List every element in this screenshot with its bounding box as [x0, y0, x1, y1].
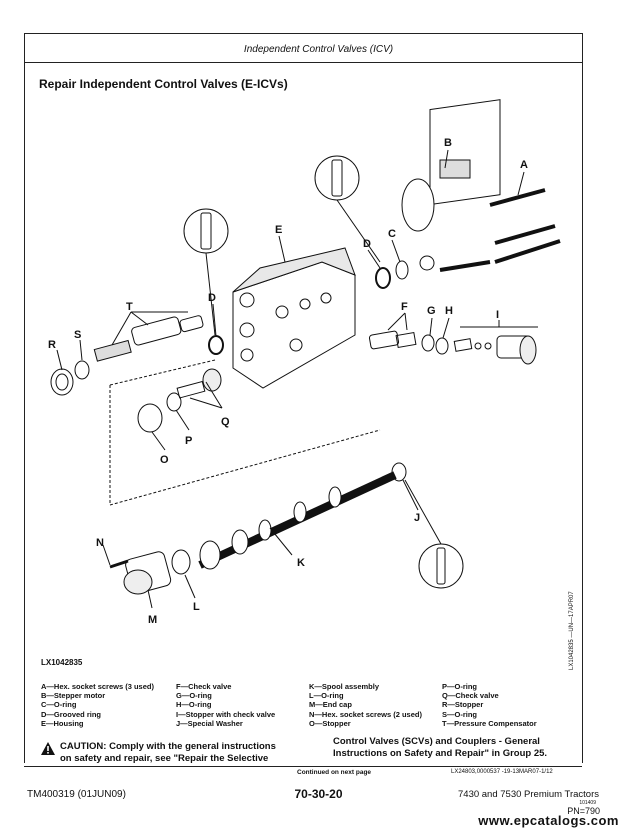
legend-column-4: P—O-ring Q—Check valve R—Stopper S—O-rin…	[442, 682, 537, 728]
figure-side-code: LX1042835 —UN—17APR07	[569, 591, 575, 670]
callout-f: F	[401, 301, 408, 313]
grooved-ring-detail-circle-2	[183, 208, 229, 254]
legend-item: K—Spool assembly	[309, 682, 380, 691]
legend-item: S—O-ring	[442, 709, 477, 719]
footer-pn: PN=790	[567, 806, 600, 816]
legend-item: G—O-ring	[176, 691, 212, 701]
legend-item: A—Hex. socket screws (3 used)	[41, 682, 154, 691]
caution-line: CAUTION: Comply with the general instruc…	[60, 741, 276, 752]
legend-item: E—Housing	[41, 718, 84, 728]
legend-item: Q—Check valve	[442, 691, 499, 701]
document-code: LX24803,0000537 -19-13MAR07-1/12	[451, 769, 553, 775]
callout-t: T	[126, 301, 133, 313]
header-rule	[24, 62, 582, 63]
legend-item: B—Stepper motor	[41, 691, 106, 701]
callout-c: C	[388, 228, 396, 240]
callout-e: E	[275, 224, 282, 236]
scv-note-line: Control Valves (SCVs) and Couplers - Gen…	[333, 736, 540, 747]
footer-small-code: 101409	[579, 800, 596, 806]
callout-q: Q	[221, 416, 230, 428]
bottom-rule	[24, 766, 582, 767]
callout-o: O	[160, 454, 169, 466]
callout-n: N	[96, 537, 104, 549]
warning-icon	[41, 742, 55, 755]
footer-page-number: 70-30-20	[294, 787, 343, 801]
legend-column-1: A—Hex. socket screws (3 used) B—Stepper …	[41, 682, 154, 728]
scv-note-line: Instructions on Safety and Repair" in Gr…	[333, 748, 548, 759]
callout-p: P	[185, 435, 192, 447]
legend-item: C—O-ring	[41, 700, 77, 710]
legend-item: D—Grooved ring	[41, 709, 102, 719]
caution-text: CAUTION: Comply with the general instruc…	[60, 741, 276, 765]
legend-item: J—Special Washer	[176, 718, 243, 728]
callout-k: K	[297, 557, 305, 569]
watermark: www.epcatalogs.com	[478, 813, 619, 828]
page-header-title: Independent Control Valves (ICV)	[243, 44, 394, 55]
legend-item: R—Stopper	[442, 700, 484, 710]
continued-note: Continued on next page	[297, 769, 372, 776]
caution-line: on safety and repair, see "Repair the Se…	[60, 753, 269, 764]
top-rule	[24, 33, 582, 34]
callout-b: B	[444, 137, 452, 149]
legend-item: I—Stopper with check valve	[176, 709, 276, 719]
scv-note: Control Valves (SCVs) and Couplers - Gen…	[333, 736, 547, 760]
callout-r: R	[48, 339, 56, 351]
section-title: Repair Independent Control Valves (E-ICV…	[39, 77, 288, 91]
callout-m: M	[148, 614, 157, 626]
legend-item: O—Stopper	[309, 718, 351, 728]
callout-i: I	[496, 309, 499, 321]
callout-g: G	[427, 305, 436, 317]
legend-item: P—O-ring	[442, 682, 477, 691]
legend-column-2: F—Check valve G—O-ring H—O-ring I—Stoppe…	[176, 682, 275, 728]
legend-item: H—O-ring	[176, 700, 212, 710]
left-border	[24, 33, 25, 763]
footer-product: 7430 and 7530 Premium Tractors	[458, 789, 599, 800]
callout-l: L	[193, 601, 200, 613]
callout-d-upper: D	[363, 238, 371, 250]
legend-item: F—Check valve	[176, 682, 232, 691]
special-washer-detail-circle	[418, 543, 464, 589]
legend-column-3: K—Spool assembly L—O-ring M—End cap N—He…	[309, 682, 422, 728]
footer-manual-id: TM400319 (01JUN09)	[27, 789, 126, 800]
callout-a: A	[520, 159, 528, 171]
legend-item: T—Pressure Compensator	[442, 718, 537, 728]
figure-id: LX1042835	[41, 658, 83, 667]
legend-item: M—End cap	[309, 700, 352, 710]
grooved-ring-detail-circle	[314, 155, 360, 201]
callout-d-lower: D	[208, 292, 216, 304]
legend-item: L—O-ring	[309, 691, 344, 701]
callout-s: S	[74, 329, 81, 341]
callout-j: J	[414, 512, 420, 524]
legend-item: N—Hex. socket screws (2 used)	[309, 709, 422, 719]
callout-h: H	[445, 305, 453, 317]
right-border	[582, 33, 583, 763]
